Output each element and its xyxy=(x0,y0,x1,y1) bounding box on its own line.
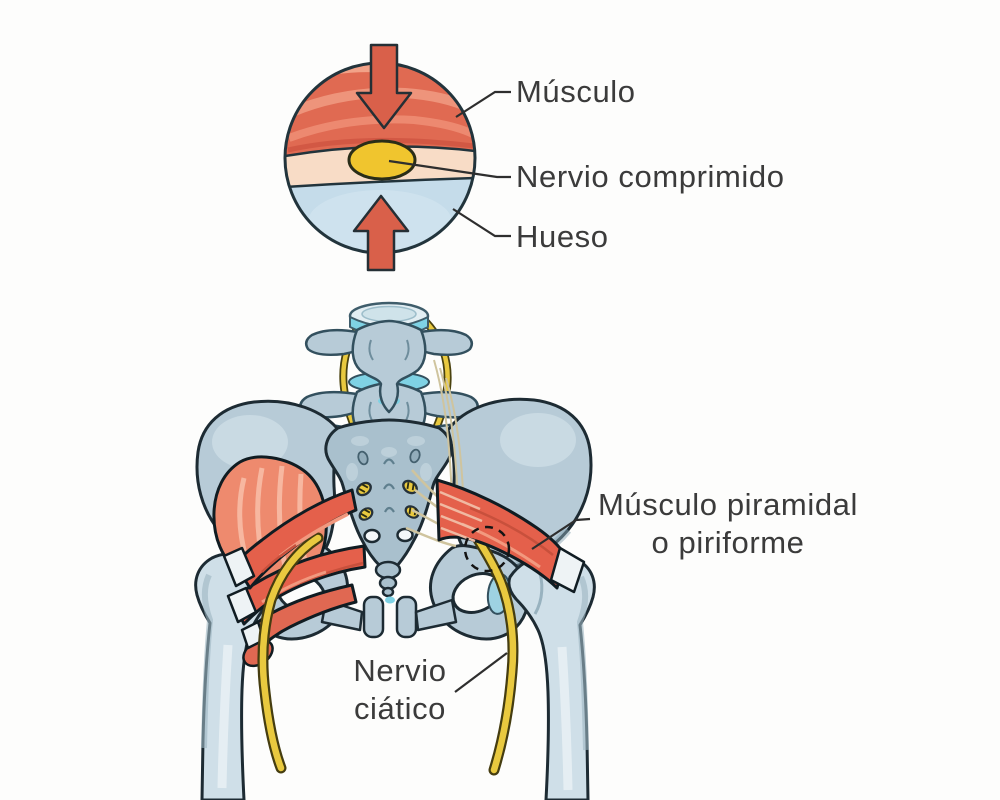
pelvis-illustration xyxy=(194,301,596,800)
compression-inset xyxy=(283,43,511,272)
sciatic-nerve-label: Nervio ciático xyxy=(325,652,475,728)
sacral-foramina xyxy=(356,479,420,544)
piriformis-muscle-label: Músculo piramidal o piriforme xyxy=(580,486,876,562)
muscle-label: Músculo xyxy=(516,74,636,109)
compression-site-marker xyxy=(463,525,511,573)
right-sciatic-nerve xyxy=(460,514,519,776)
left-sciatic-nerve xyxy=(257,532,324,774)
compressed-nerve-shape xyxy=(347,139,417,181)
arrow-down-icon xyxy=(355,43,413,130)
inset-leader-lines xyxy=(388,90,511,238)
left-piriformis-muscle xyxy=(222,488,358,590)
sciatic-label-line1: Nervio xyxy=(353,653,447,688)
coccyx-and-pubic-symphysis xyxy=(362,560,418,639)
arrow-up-icon xyxy=(352,194,410,272)
piriformis-label-line1: Músculo piramidal xyxy=(597,487,859,522)
pelvis-leader-lines xyxy=(454,517,591,693)
bone-label: Hueso xyxy=(516,219,609,254)
sacrum xyxy=(324,418,453,572)
piriformis-label-line2: o piriforme xyxy=(651,525,805,560)
compressed-nerve-label: Nervio comprimido xyxy=(516,159,785,194)
sciatic-label-line2: ciático xyxy=(353,691,447,726)
